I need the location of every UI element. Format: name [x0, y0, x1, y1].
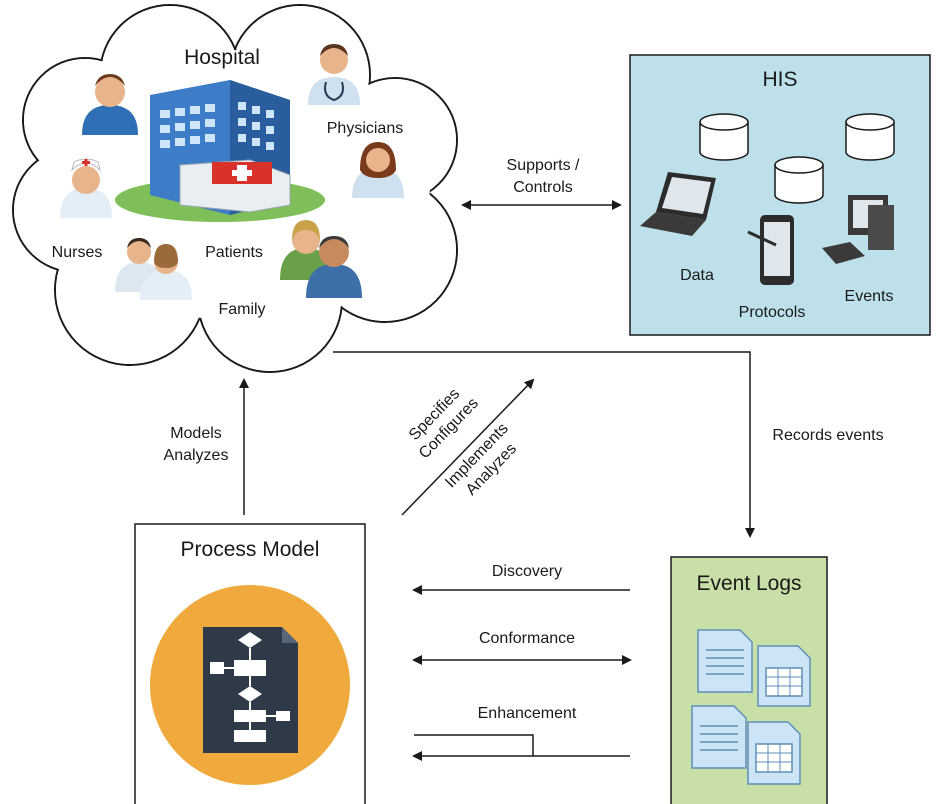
process-model-icon	[150, 585, 350, 785]
medical-staff-icon	[115, 238, 192, 300]
database-icon-3	[774, 156, 824, 204]
log-document-icon-1	[697, 629, 753, 693]
database-icon-1	[699, 113, 749, 161]
label-models: Models	[170, 425, 222, 442]
event-logs-title: Event Logs	[696, 572, 801, 595]
label-patients: Patients	[205, 244, 263, 261]
records-events-arrow	[333, 351, 755, 538]
nurse-icon	[60, 158, 112, 218]
doctor-female-icon	[352, 142, 404, 198]
log-table-icon-2	[747, 721, 801, 785]
log-table-icon-1	[757, 645, 811, 707]
hospital-building-icon	[115, 80, 325, 222]
label-supports: Supports /	[507, 157, 580, 174]
label-discovery: Discovery	[492, 563, 562, 580]
label-protocols: Protocols	[739, 304, 806, 321]
doctor-stethoscope-icon	[308, 44, 360, 105]
hospital-title: Hospital	[184, 46, 260, 69]
label-nurses: Nurses	[52, 244, 103, 261]
his-title: HIS	[762, 68, 797, 91]
doctor-male-icon	[82, 74, 138, 135]
process-model-title: Process Model	[181, 538, 320, 561]
database-icon-2	[845, 113, 895, 161]
label-analyzes-left: Analyzes	[164, 447, 229, 464]
specifies-arrow	[401, 378, 535, 516]
log-document-icon-2	[691, 705, 747, 769]
label-data: Data	[680, 267, 714, 284]
label-enhancement: Enhancement	[478, 705, 577, 722]
patients-icon	[280, 220, 362, 298]
computer-icon	[822, 195, 894, 264]
tablet-icon	[747, 215, 794, 285]
label-records-events: Records events	[772, 427, 883, 444]
label-physicians: Physicians	[327, 120, 403, 137]
label-events: Events	[845, 288, 894, 305]
laptop-icon	[640, 172, 716, 236]
label-conformance: Conformance	[479, 630, 575, 647]
label-family: Family	[218, 301, 265, 318]
enhancement-bracket	[414, 734, 534, 756]
label-controls: Controls	[513, 179, 573, 196]
